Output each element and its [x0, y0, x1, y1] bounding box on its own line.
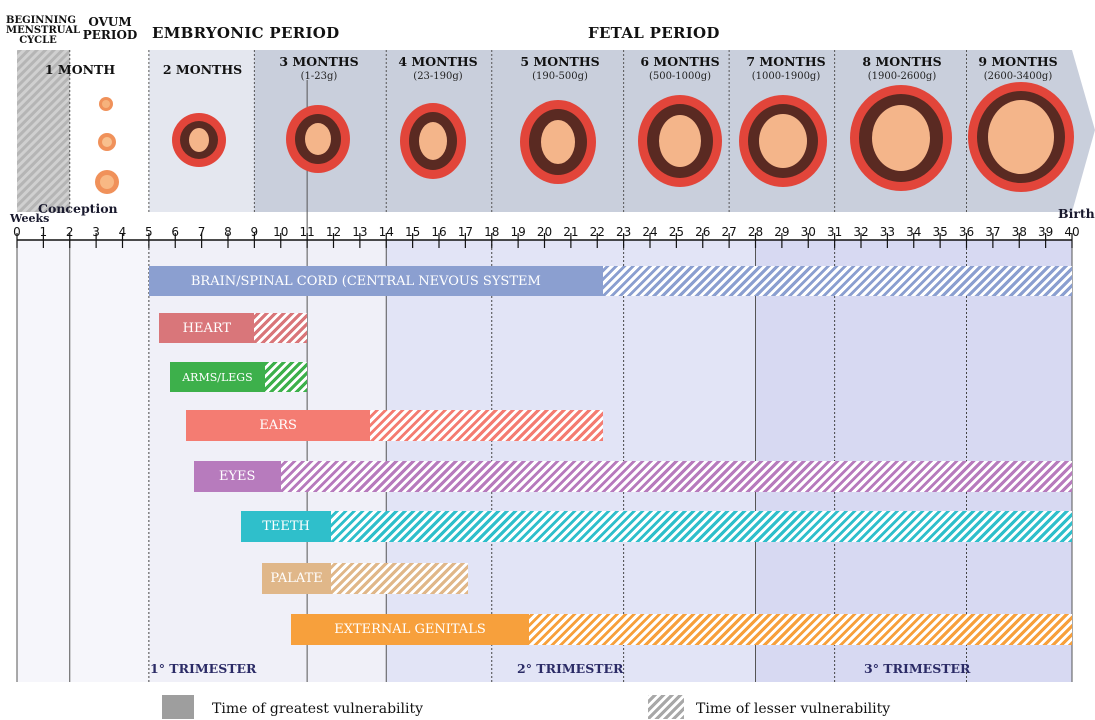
- week-number: 17: [458, 225, 473, 239]
- organ-bar-ears: EARS: [186, 410, 603, 441]
- week-number: 7: [198, 225, 206, 239]
- week-number: 16: [431, 225, 446, 239]
- week-number: 2: [66, 225, 74, 239]
- fetus-month-9-icon: [968, 82, 1074, 192]
- week-number: 15: [405, 225, 420, 239]
- week-number: 35: [932, 225, 947, 239]
- organ-bar-teeth: TEETH: [241, 511, 1072, 542]
- week-number: 14: [379, 225, 394, 239]
- organ-label: HEART: [159, 313, 254, 343]
- trimester-3-label: 3° TRIMESTER: [864, 661, 970, 676]
- week-number: 36: [959, 225, 974, 239]
- week-number: 11: [299, 225, 314, 239]
- organ-hatched-segment: [529, 614, 1072, 645]
- birth-label: Birth: [1058, 206, 1095, 221]
- legend-solid-swatch: [162, 695, 194, 719]
- organ-hatched-segment: [331, 563, 468, 594]
- week-number: 24: [642, 225, 657, 239]
- week-number: 32: [853, 225, 868, 239]
- fetus-month-5-icon: [520, 100, 596, 184]
- week-number: 37: [985, 225, 1000, 239]
- organ-hatched-segment: [281, 461, 1072, 492]
- week-number: 3: [92, 225, 100, 239]
- week-number: 31: [827, 225, 842, 239]
- week-number: 38: [1012, 225, 1027, 239]
- embryo-illustrations: [0, 0, 1095, 210]
- trimester-1-label: 1° TRIMESTER: [150, 661, 256, 676]
- conception-label: Conception: [38, 201, 118, 216]
- organ-label: PALATE: [262, 563, 331, 594]
- organ-hatched-segment: [331, 511, 1072, 542]
- week-number: 1: [40, 225, 48, 239]
- morula-icon: [98, 133, 116, 151]
- organ-hatched-segment: [265, 362, 307, 392]
- week-number: 25: [669, 225, 684, 239]
- embryo-month-3-icon: [286, 105, 350, 173]
- week-number: 4: [119, 225, 127, 239]
- week-number: 12: [326, 225, 341, 239]
- legend-lesser-label: Time of lesser vulnerability: [696, 701, 890, 717]
- organ-bar-eyes: EYES: [194, 461, 1072, 492]
- fetus-month-6-icon: [638, 95, 722, 187]
- week-number: 19: [510, 225, 525, 239]
- organ-label: ARMS/LEGS: [170, 362, 265, 392]
- organ-bar-arms-legs: ARMS/LEGS: [170, 362, 307, 392]
- embryo-month-2-icon: [172, 113, 226, 167]
- week-number: 30: [801, 225, 816, 239]
- pre-embryonic-region: [17, 240, 149, 682]
- organ-label: TEETH: [241, 511, 331, 542]
- organ-bar-brain-spinal-cord-central-nevous-system: BRAIN/SPINAL CORD (CENTRAL NEVOUS SYSTEM: [149, 266, 1072, 296]
- week-number: 22: [590, 225, 605, 239]
- trimester-2-label: 2° TRIMESTER: [517, 661, 623, 676]
- week-number: 8: [224, 225, 232, 239]
- week-number: 6: [171, 225, 179, 239]
- fetus-month-4-icon: [400, 103, 466, 179]
- week-number: 0: [13, 225, 21, 239]
- organ-hatched-segment: [603, 266, 1072, 296]
- week-number: 9: [251, 225, 259, 239]
- week-number: 13: [352, 225, 367, 239]
- organ-hatched-segment: [254, 313, 307, 343]
- ovum-cell-icon: [99, 97, 113, 111]
- legend-hatched-swatch: [648, 695, 684, 719]
- week-number: 40: [1064, 225, 1079, 239]
- organ-bar-palate: PALATE: [262, 563, 468, 594]
- week-number: 21: [563, 225, 578, 239]
- week-number: 27: [721, 225, 736, 239]
- organ-label: EXTERNAL GENITALS: [291, 614, 528, 645]
- week-number: 33: [880, 225, 895, 239]
- week-number: 5: [145, 225, 153, 239]
- fetus-month-7-icon: [739, 95, 827, 187]
- organ-bar-external-genitals: EXTERNAL GENITALS: [291, 614, 1072, 645]
- week-number: 26: [695, 225, 710, 239]
- organ-hatched-segment: [370, 410, 602, 441]
- week-number: 18: [484, 225, 499, 239]
- organ-label: BRAIN/SPINAL CORD (CENTRAL NEVOUS SYSTEM: [149, 266, 645, 296]
- week-number: 20: [537, 225, 552, 239]
- week-number: 23: [616, 225, 631, 239]
- week-number: 29: [774, 225, 789, 239]
- organ-bar-heart: HEART: [159, 313, 307, 343]
- fetus-month-8-icon: [850, 85, 952, 191]
- week-number: 39: [1038, 225, 1053, 239]
- organ-label: EYES: [194, 461, 281, 492]
- week-number: 10: [273, 225, 288, 239]
- week-number: 34: [906, 225, 921, 239]
- organ-label: EARS: [186, 410, 371, 441]
- legend-greatest-label: Time of greatest vulnerability: [212, 701, 423, 717]
- blastocyst-icon: [95, 170, 119, 194]
- week-number: 28: [748, 225, 763, 239]
